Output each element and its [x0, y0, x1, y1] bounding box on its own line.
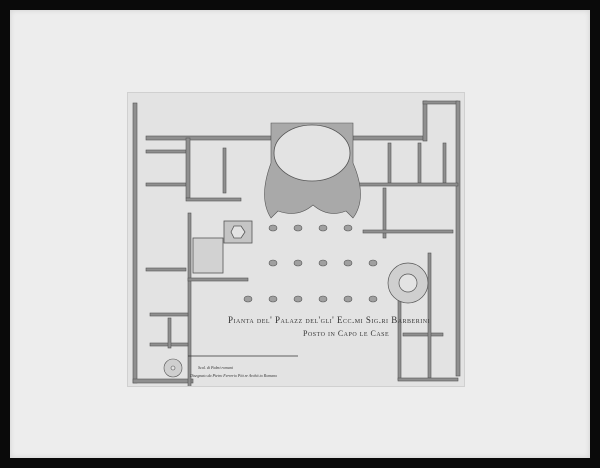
engraver-credit: Disegnato da Pietro Ferrerio Pitt.re Arc…	[190, 373, 278, 378]
paper-sheet: Pianta del' Palazz del'gli' Ecc.mi Sig.r…	[10, 10, 590, 458]
plan-subtitle: Posto in Capo le Case	[303, 329, 390, 338]
engraved-plate: Pianta del' Palazz del'gli' Ecc.mi Sig.r…	[127, 92, 465, 387]
scale-label: Scal. di Palmi romani	[198, 365, 233, 370]
floor-plan-drawing	[132, 100, 461, 386]
plan-title: Pianta del' Palazz del'gli' Ecc.mi Sig.r…	[228, 315, 431, 325]
